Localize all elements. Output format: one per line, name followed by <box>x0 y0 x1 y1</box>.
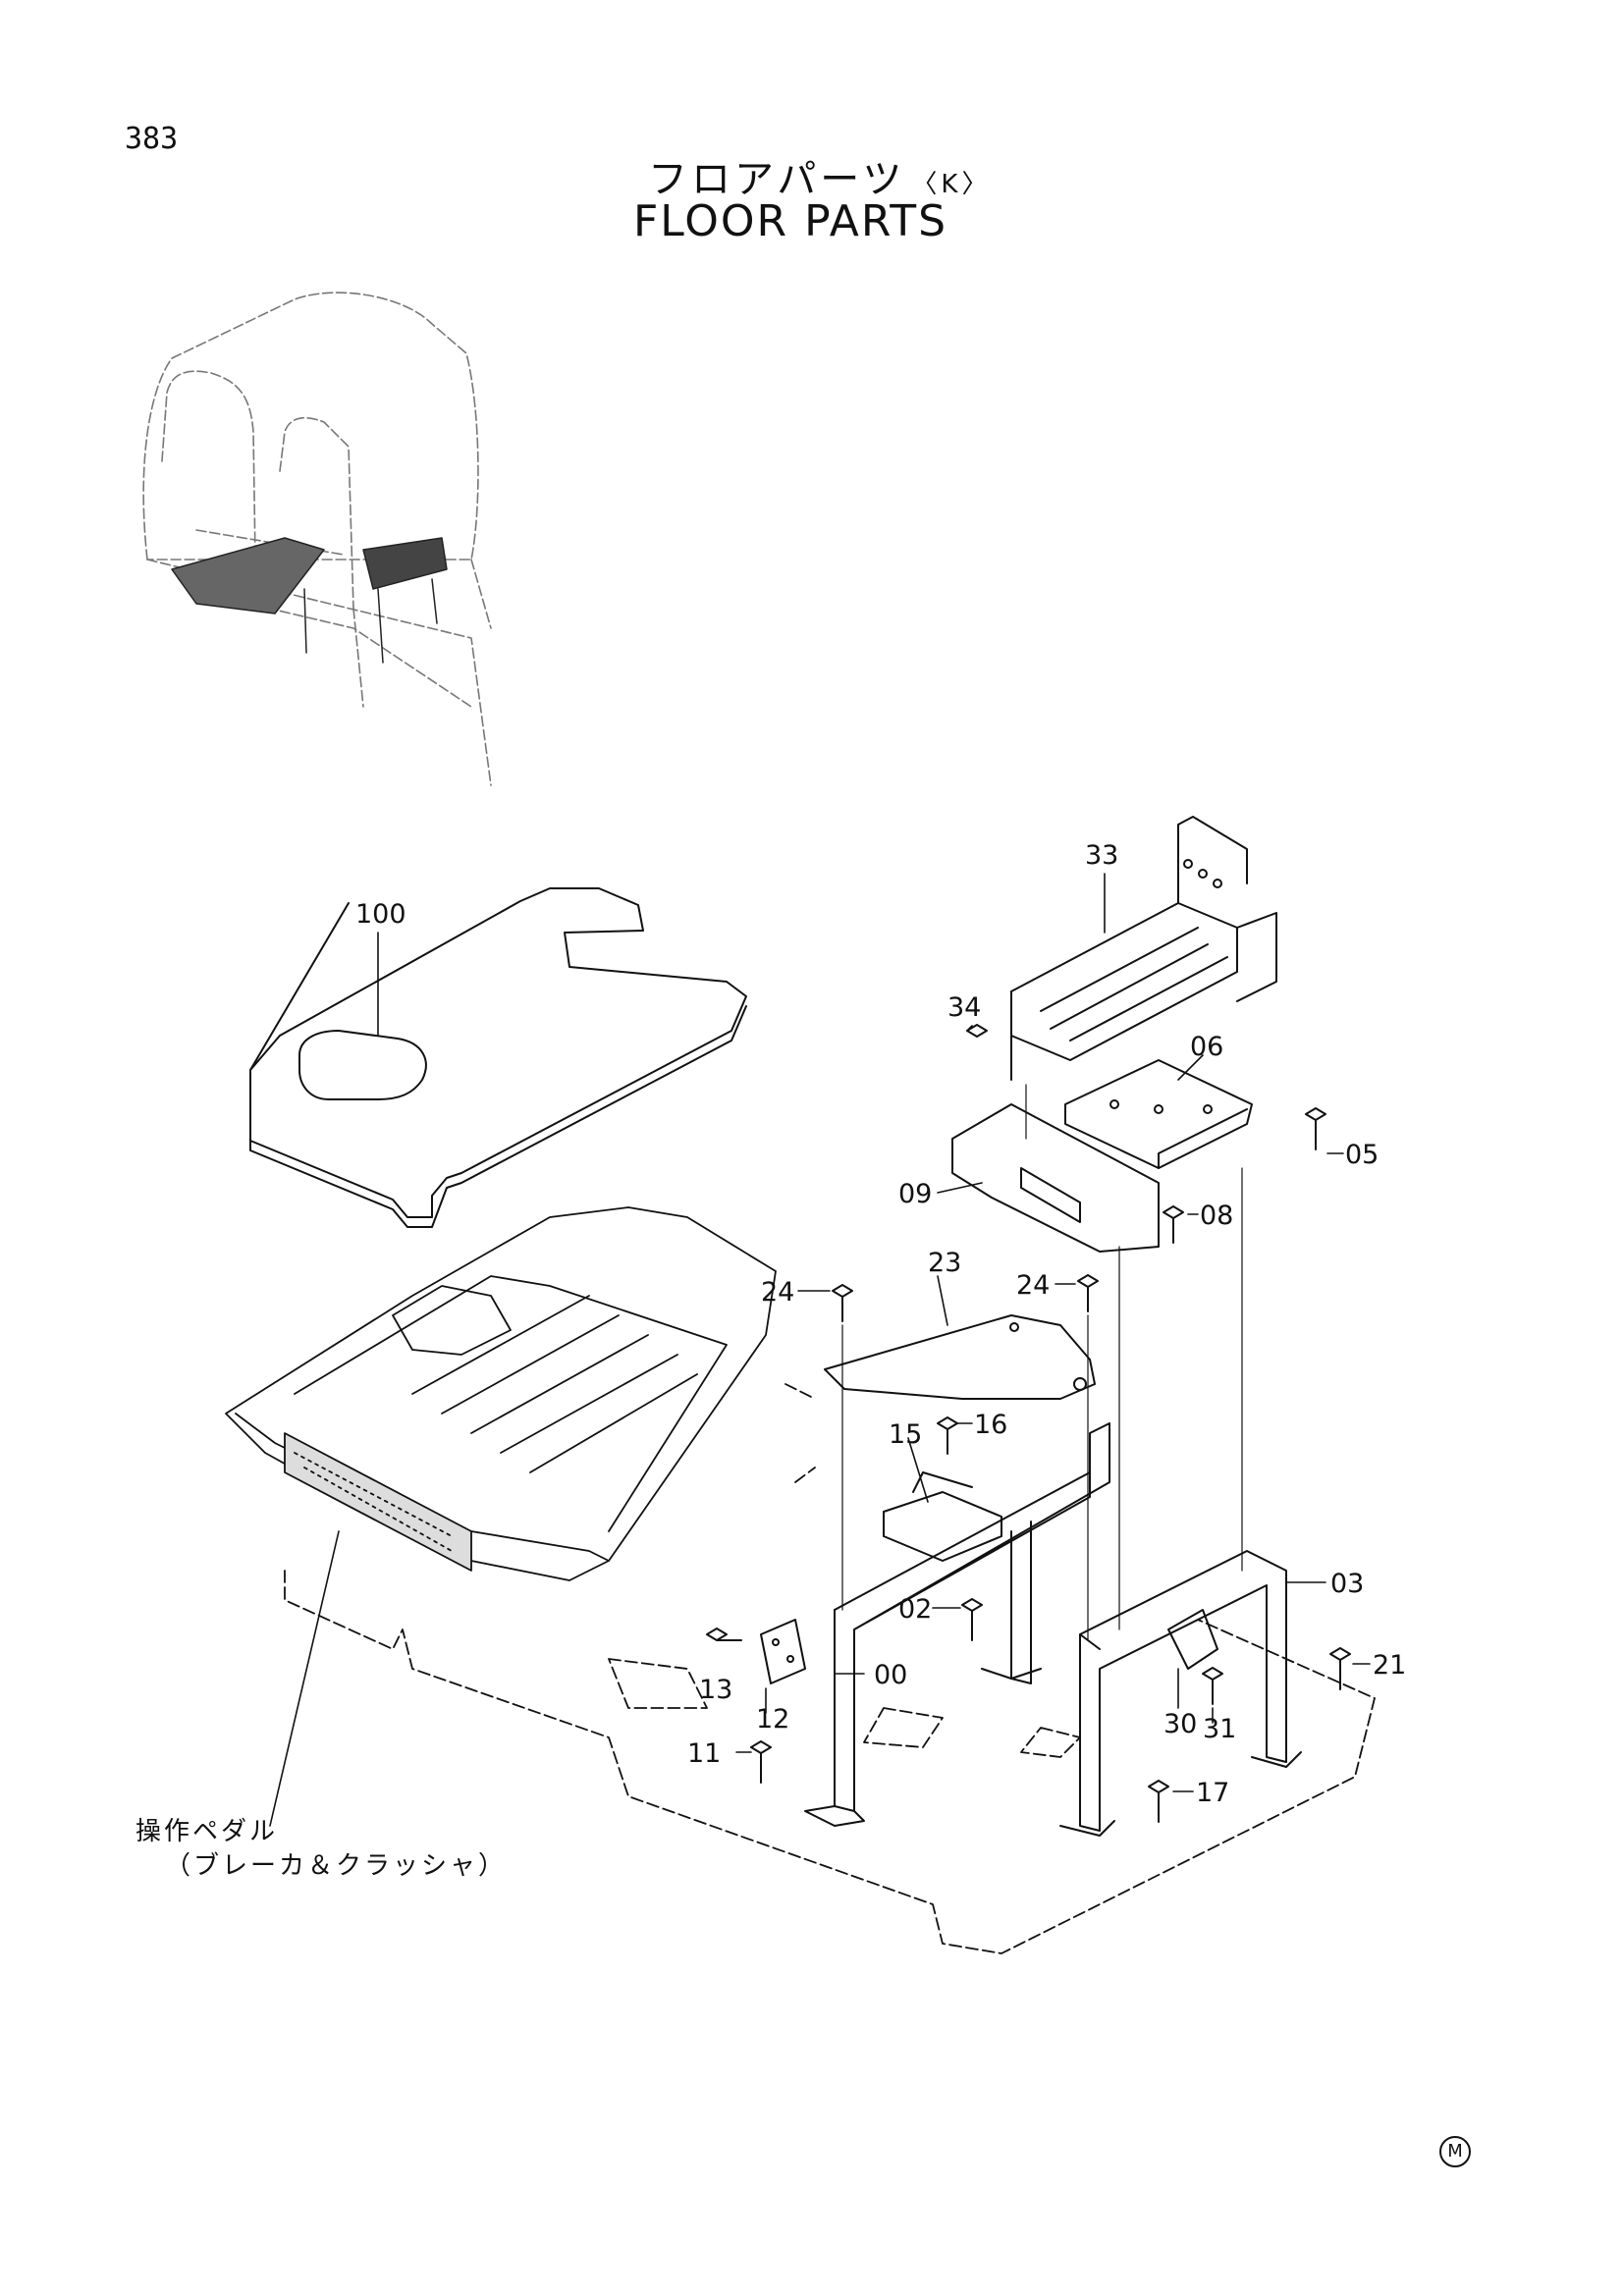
bolts <box>706 1024 1351 1823</box>
base-floor-plate <box>284 1383 1376 1954</box>
callout-23: 23 <box>928 1248 961 1278</box>
callout-13: 13 <box>699 1675 732 1705</box>
bracket-33 <box>1010 816 1277 1081</box>
plate-12 <box>760 1619 806 1684</box>
callout-24-left: 24 <box>761 1277 794 1308</box>
cab-floor-highlight <box>171 537 448 664</box>
alignment-lines <box>841 1084 1243 1640</box>
pedal-note-line1: 操作ペダル <box>135 1817 279 1846</box>
callout-30: 30 <box>1163 1709 1197 1739</box>
page-title-jp: フロアパーツ〈K〉 <box>648 147 991 204</box>
callout-08: 08 <box>1200 1201 1233 1231</box>
leader-lines <box>269 873 1371 1827</box>
callout-06: 06 <box>1190 1032 1223 1062</box>
callout-34: 34 <box>947 992 981 1023</box>
callout-00: 00 <box>874 1660 907 1690</box>
bracket-15 <box>883 1471 1002 1562</box>
title-jp-suffix: 〈K〉 <box>911 170 992 199</box>
callout-05: 05 <box>1345 1140 1379 1170</box>
callout-15: 15 <box>889 1419 922 1450</box>
title-jp-text: フロアパーツ <box>648 157 906 202</box>
callout-03: 03 <box>1330 1569 1364 1599</box>
callout-100: 100 <box>355 899 406 930</box>
callout-11: 11 <box>687 1738 721 1769</box>
frame-stand-03 <box>1059 1550 1302 1837</box>
callout-21: 21 <box>1373 1650 1406 1681</box>
callout-02: 02 <box>898 1594 932 1625</box>
callout-17: 17 <box>1196 1778 1229 1808</box>
callout-24-right: 24 <box>1016 1270 1050 1301</box>
callout-16: 16 <box>974 1410 1007 1440</box>
m-mark-symbol: M <box>1439 2136 1471 2167</box>
page-number: 383 <box>125 122 179 156</box>
frame-stand-00 <box>804 1422 1110 1827</box>
callout-33: 33 <box>1085 840 1118 871</box>
callout-31: 31 <box>1203 1714 1236 1744</box>
callout-12: 12 <box>756 1704 789 1735</box>
cab-floor-pan <box>225 1206 777 1581</box>
bracket-09 <box>951 1103 1160 1253</box>
plate-23 <box>824 1314 1096 1400</box>
pedal-note-line2: （ブレーカ＆クラッシャ） <box>165 1851 508 1881</box>
callout-labels: 100 33 34 06 05 09 08 23 24 24 15 16 03 … <box>355 840 1406 1808</box>
cab-overview-illustration <box>142 292 492 786</box>
callout-09: 09 <box>898 1179 932 1209</box>
bracket-06 <box>1064 1059 1253 1169</box>
page-title-en: FLOOR PARTS <box>633 196 948 246</box>
floor-mat-100 <box>249 887 747 1228</box>
